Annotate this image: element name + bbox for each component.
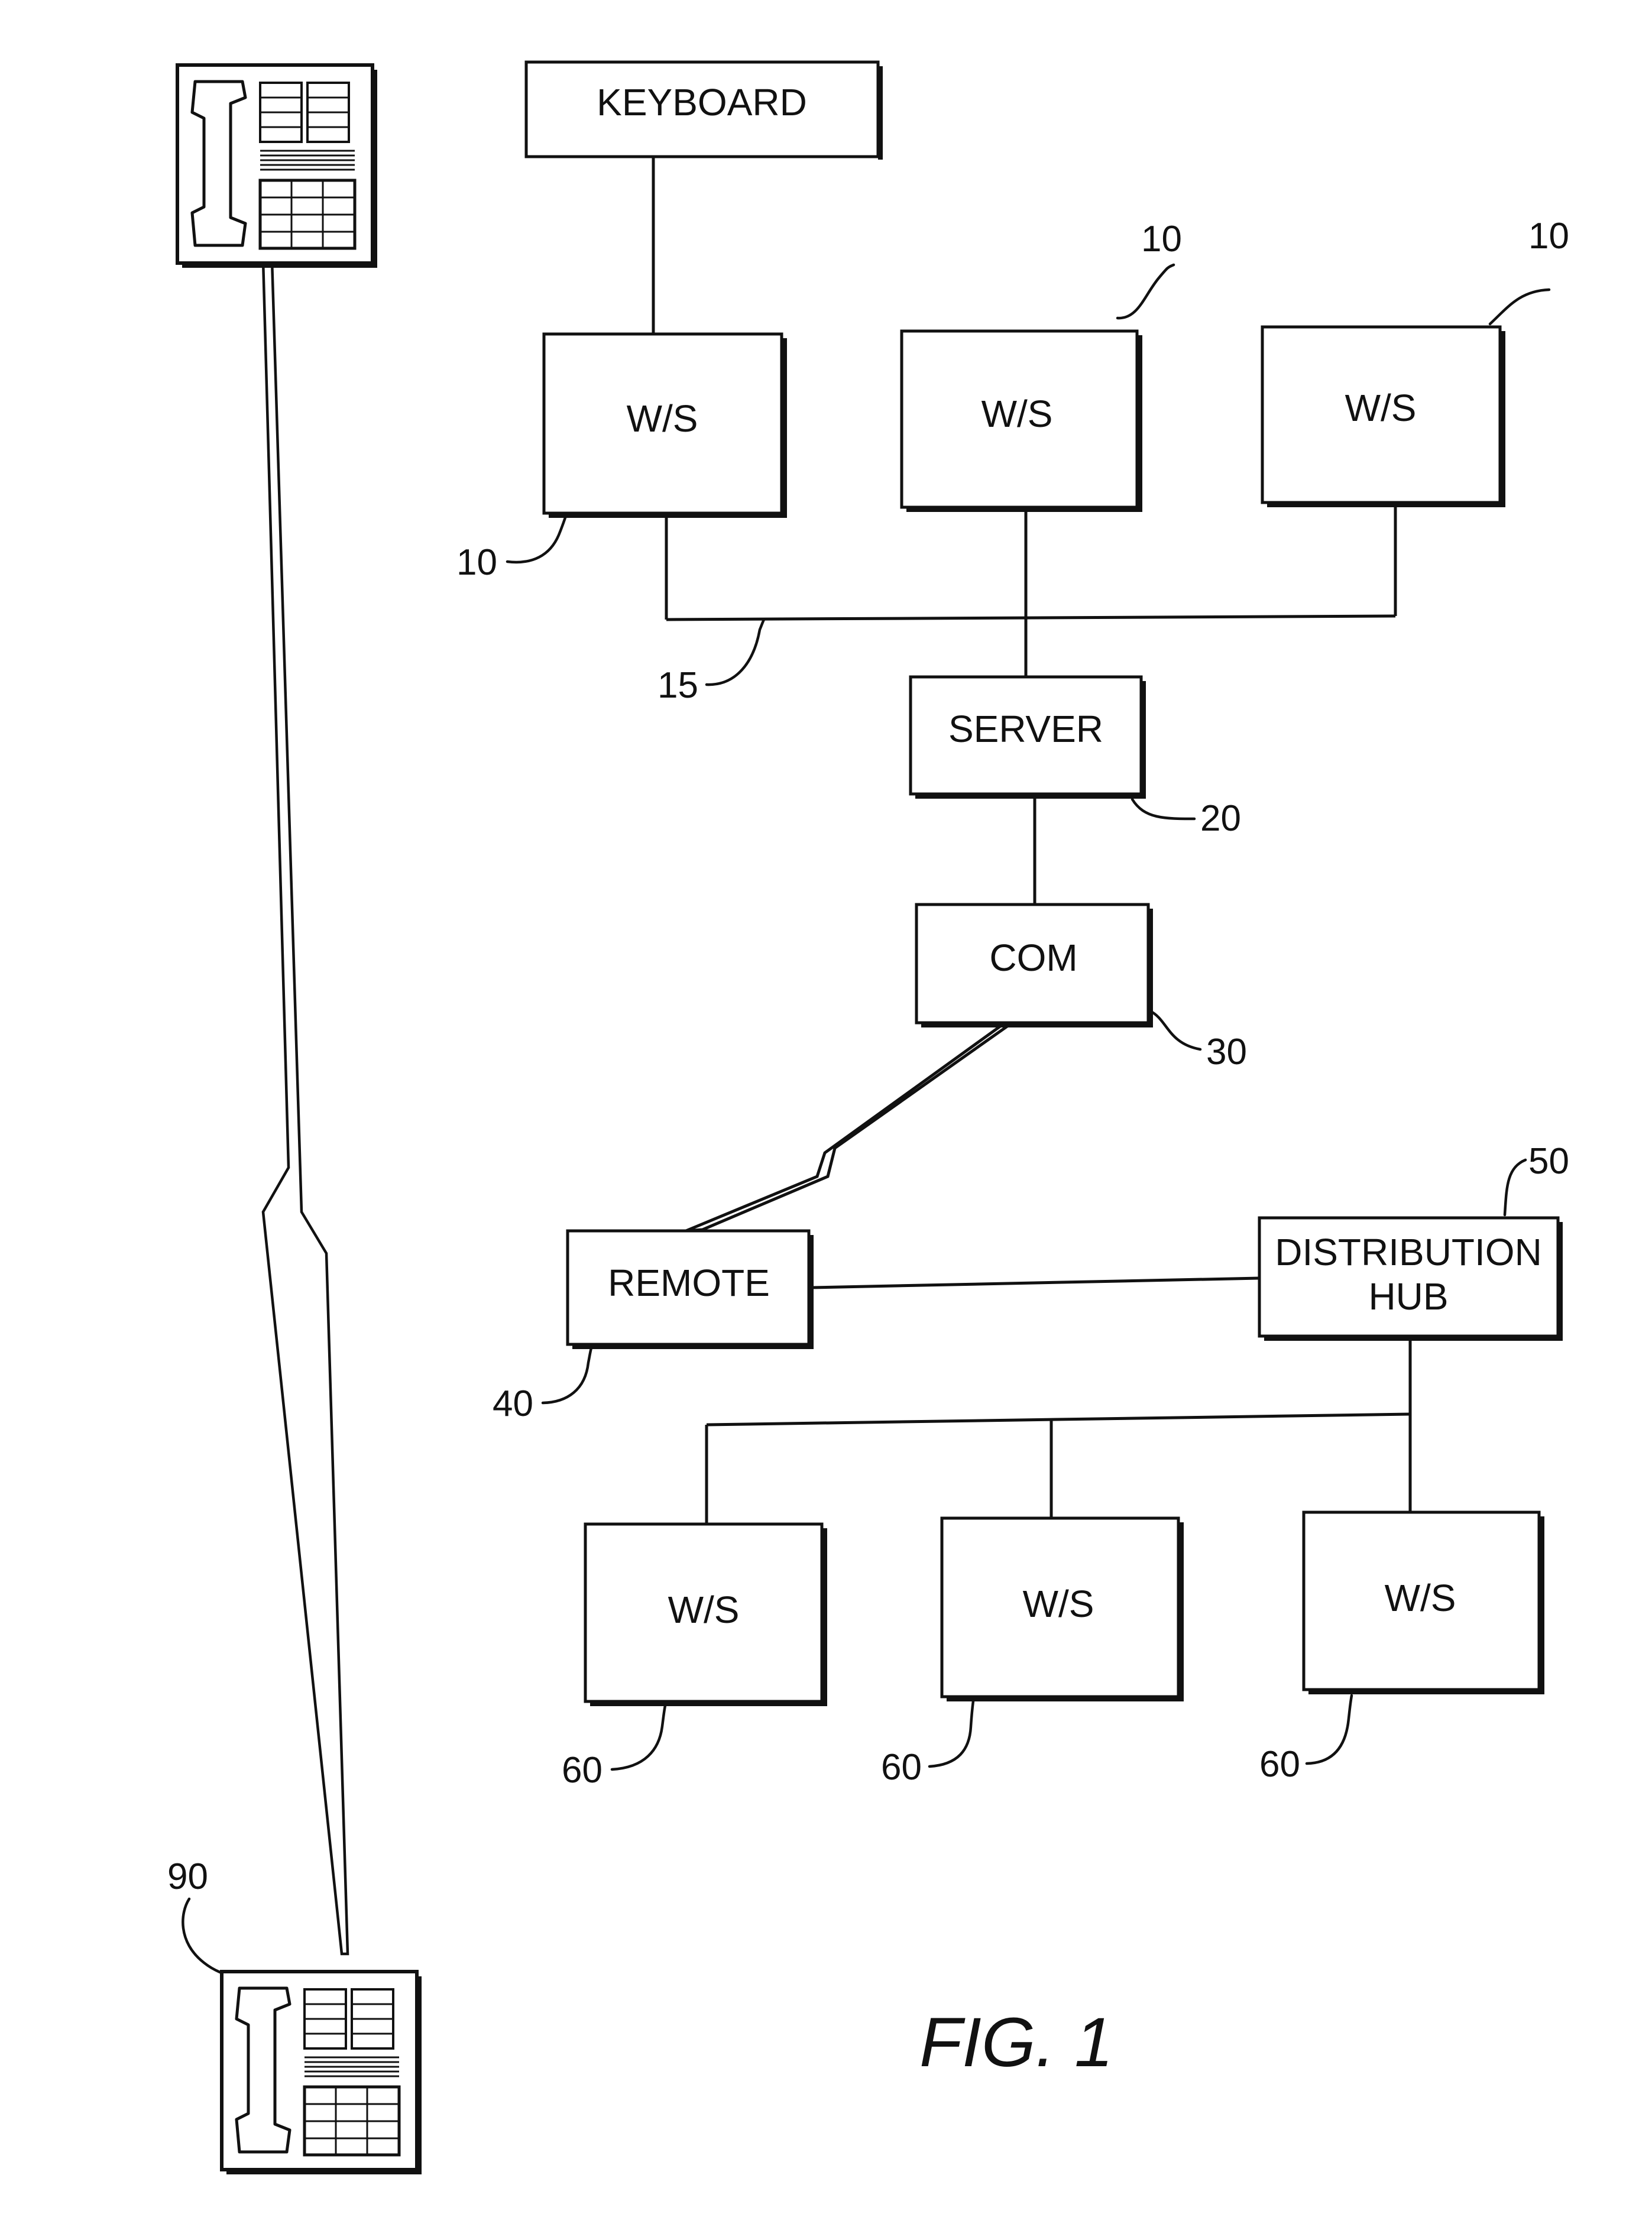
ref-remote: 40 bbox=[493, 1383, 533, 1424]
ws-top-1-block: W/S bbox=[544, 334, 787, 518]
ws-top-3-label: W/S bbox=[1345, 387, 1417, 429]
ws-bottom-1-block: W/S bbox=[585, 1524, 827, 1706]
figure-caption: FIG. 1 bbox=[919, 2004, 1113, 2082]
ws-top-1-label: W/S bbox=[627, 397, 698, 440]
ws-top-2-label: W/S bbox=[982, 393, 1053, 435]
telephone-icon-bottom bbox=[222, 1972, 422, 2174]
ref-ws-top-3: 10 bbox=[1528, 216, 1569, 257]
keyboard-block: KEYBOARD bbox=[526, 62, 883, 160]
ws-bottom-3-label: W/S bbox=[1385, 1577, 1456, 1619]
ws-bottom-2-block: W/S bbox=[942, 1518, 1184, 1701]
keyboard-label: KEYBOARD bbox=[597, 81, 807, 124]
remote-label: REMOTE bbox=[608, 1262, 770, 1304]
ref-bus: 15 bbox=[657, 665, 698, 706]
ref-ws-bottom-1: 60 bbox=[562, 1750, 603, 1791]
telephone-icon-top bbox=[177, 65, 377, 268]
ref-ws-bottom-2: 60 bbox=[881, 1747, 922, 1788]
remote-block: REMOTE bbox=[568, 1231, 814, 1349]
ref-ws-top-2: 10 bbox=[1141, 219, 1182, 260]
ref-com: 30 bbox=[1206, 1032, 1247, 1072]
ws-top-2-block: W/S bbox=[902, 331, 1142, 512]
ref-ws-bottom-3: 60 bbox=[1259, 1744, 1300, 1785]
server-label: SERVER bbox=[948, 708, 1103, 750]
ws-bottom-1-label: W/S bbox=[668, 1589, 740, 1631]
bus-line bbox=[666, 616, 1395, 620]
telephone-wireless-link bbox=[263, 260, 348, 1954]
distribution-hub-block: DISTRIBUTION HUB bbox=[1259, 1218, 1563, 1341]
hub-label-line1: DISTRIBUTION bbox=[1275, 1231, 1542, 1273]
server-block: SERVER bbox=[911, 677, 1146, 799]
hub-label-line2: HUB bbox=[1368, 1275, 1448, 1318]
ref-telephone: 90 bbox=[167, 1856, 208, 1897]
com-label: COM bbox=[989, 936, 1077, 979]
ref-server: 20 bbox=[1200, 798, 1241, 839]
remote-to-hub-line bbox=[811, 1278, 1259, 1288]
com-block: COM bbox=[916, 905, 1153, 1027]
ws-bottom-3-block: W/S bbox=[1304, 1512, 1544, 1694]
ref-ws-top-1: 10 bbox=[456, 542, 497, 583]
ref-hub: 50 bbox=[1528, 1141, 1569, 1182]
ws-top-3-block: W/S bbox=[1262, 327, 1505, 507]
wireless-link-zigzag-icon bbox=[686, 1023, 1012, 1231]
hub-bus-line bbox=[707, 1414, 1410, 1425]
ws-bottom-2-label: W/S bbox=[1023, 1583, 1094, 1625]
